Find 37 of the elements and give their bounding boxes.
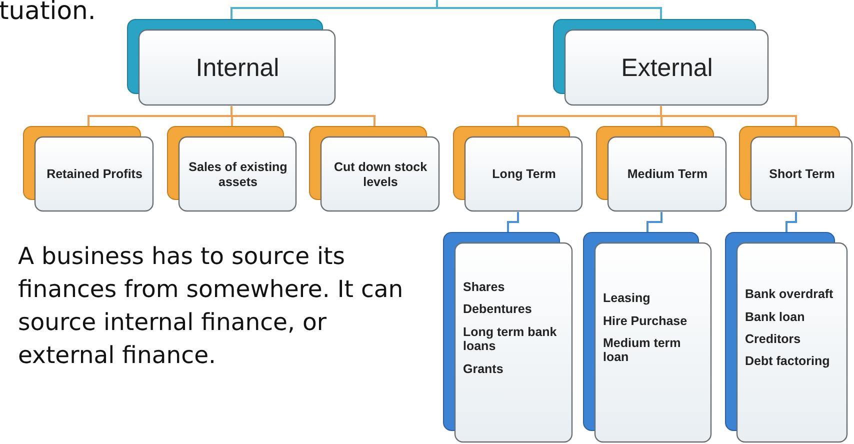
text-fragment: tuation. [0, 0, 97, 26]
connector-line [660, 106, 797, 126]
list-item: Bank overdraft [745, 287, 834, 302]
list-item: Shares [463, 280, 505, 294]
category-label: Retained Profits [46, 167, 142, 182]
category-label: External [621, 53, 713, 83]
category-box [596, 126, 727, 212]
category-box [309, 126, 440, 212]
category-label: Sales of existing assets [188, 160, 288, 189]
category-label: Medium Term [627, 167, 708, 182]
category-box [23, 126, 154, 212]
connector-line [646, 212, 662, 232]
connector-line [507, 212, 519, 232]
list-item: Leasing [603, 291, 650, 306]
connector-line [786, 212, 797, 232]
connector-line [436, 0, 662, 19]
category-box [739, 126, 853, 212]
category-label: Long Term [492, 167, 556, 182]
list-item: Grants [463, 362, 504, 376]
list-card [583, 232, 712, 443]
list-item: Medium term loan [603, 336, 682, 365]
category-label: Short Term [769, 167, 835, 182]
category-box [453, 126, 583, 212]
list-item: Creditors [745, 332, 801, 346]
category-box [553, 19, 769, 106]
category-label: Internal [196, 53, 280, 83]
list-card [443, 232, 573, 443]
list-item: Hire Purchase [603, 314, 688, 328]
list-item: Debt factoring [745, 354, 830, 369]
category-box [167, 126, 297, 212]
list-item: Debentures [463, 302, 532, 317]
list-item: Bank loan [745, 310, 805, 324]
list-card [725, 232, 848, 443]
category-label: Cut down stock levels [332, 160, 428, 189]
list-item: Long term bank loans [463, 324, 558, 354]
description-paragraph: A business has to source its finances from somewhere. It can source internal finance, or external finance. [18, 241, 404, 371]
category-box [127, 19, 336, 106]
